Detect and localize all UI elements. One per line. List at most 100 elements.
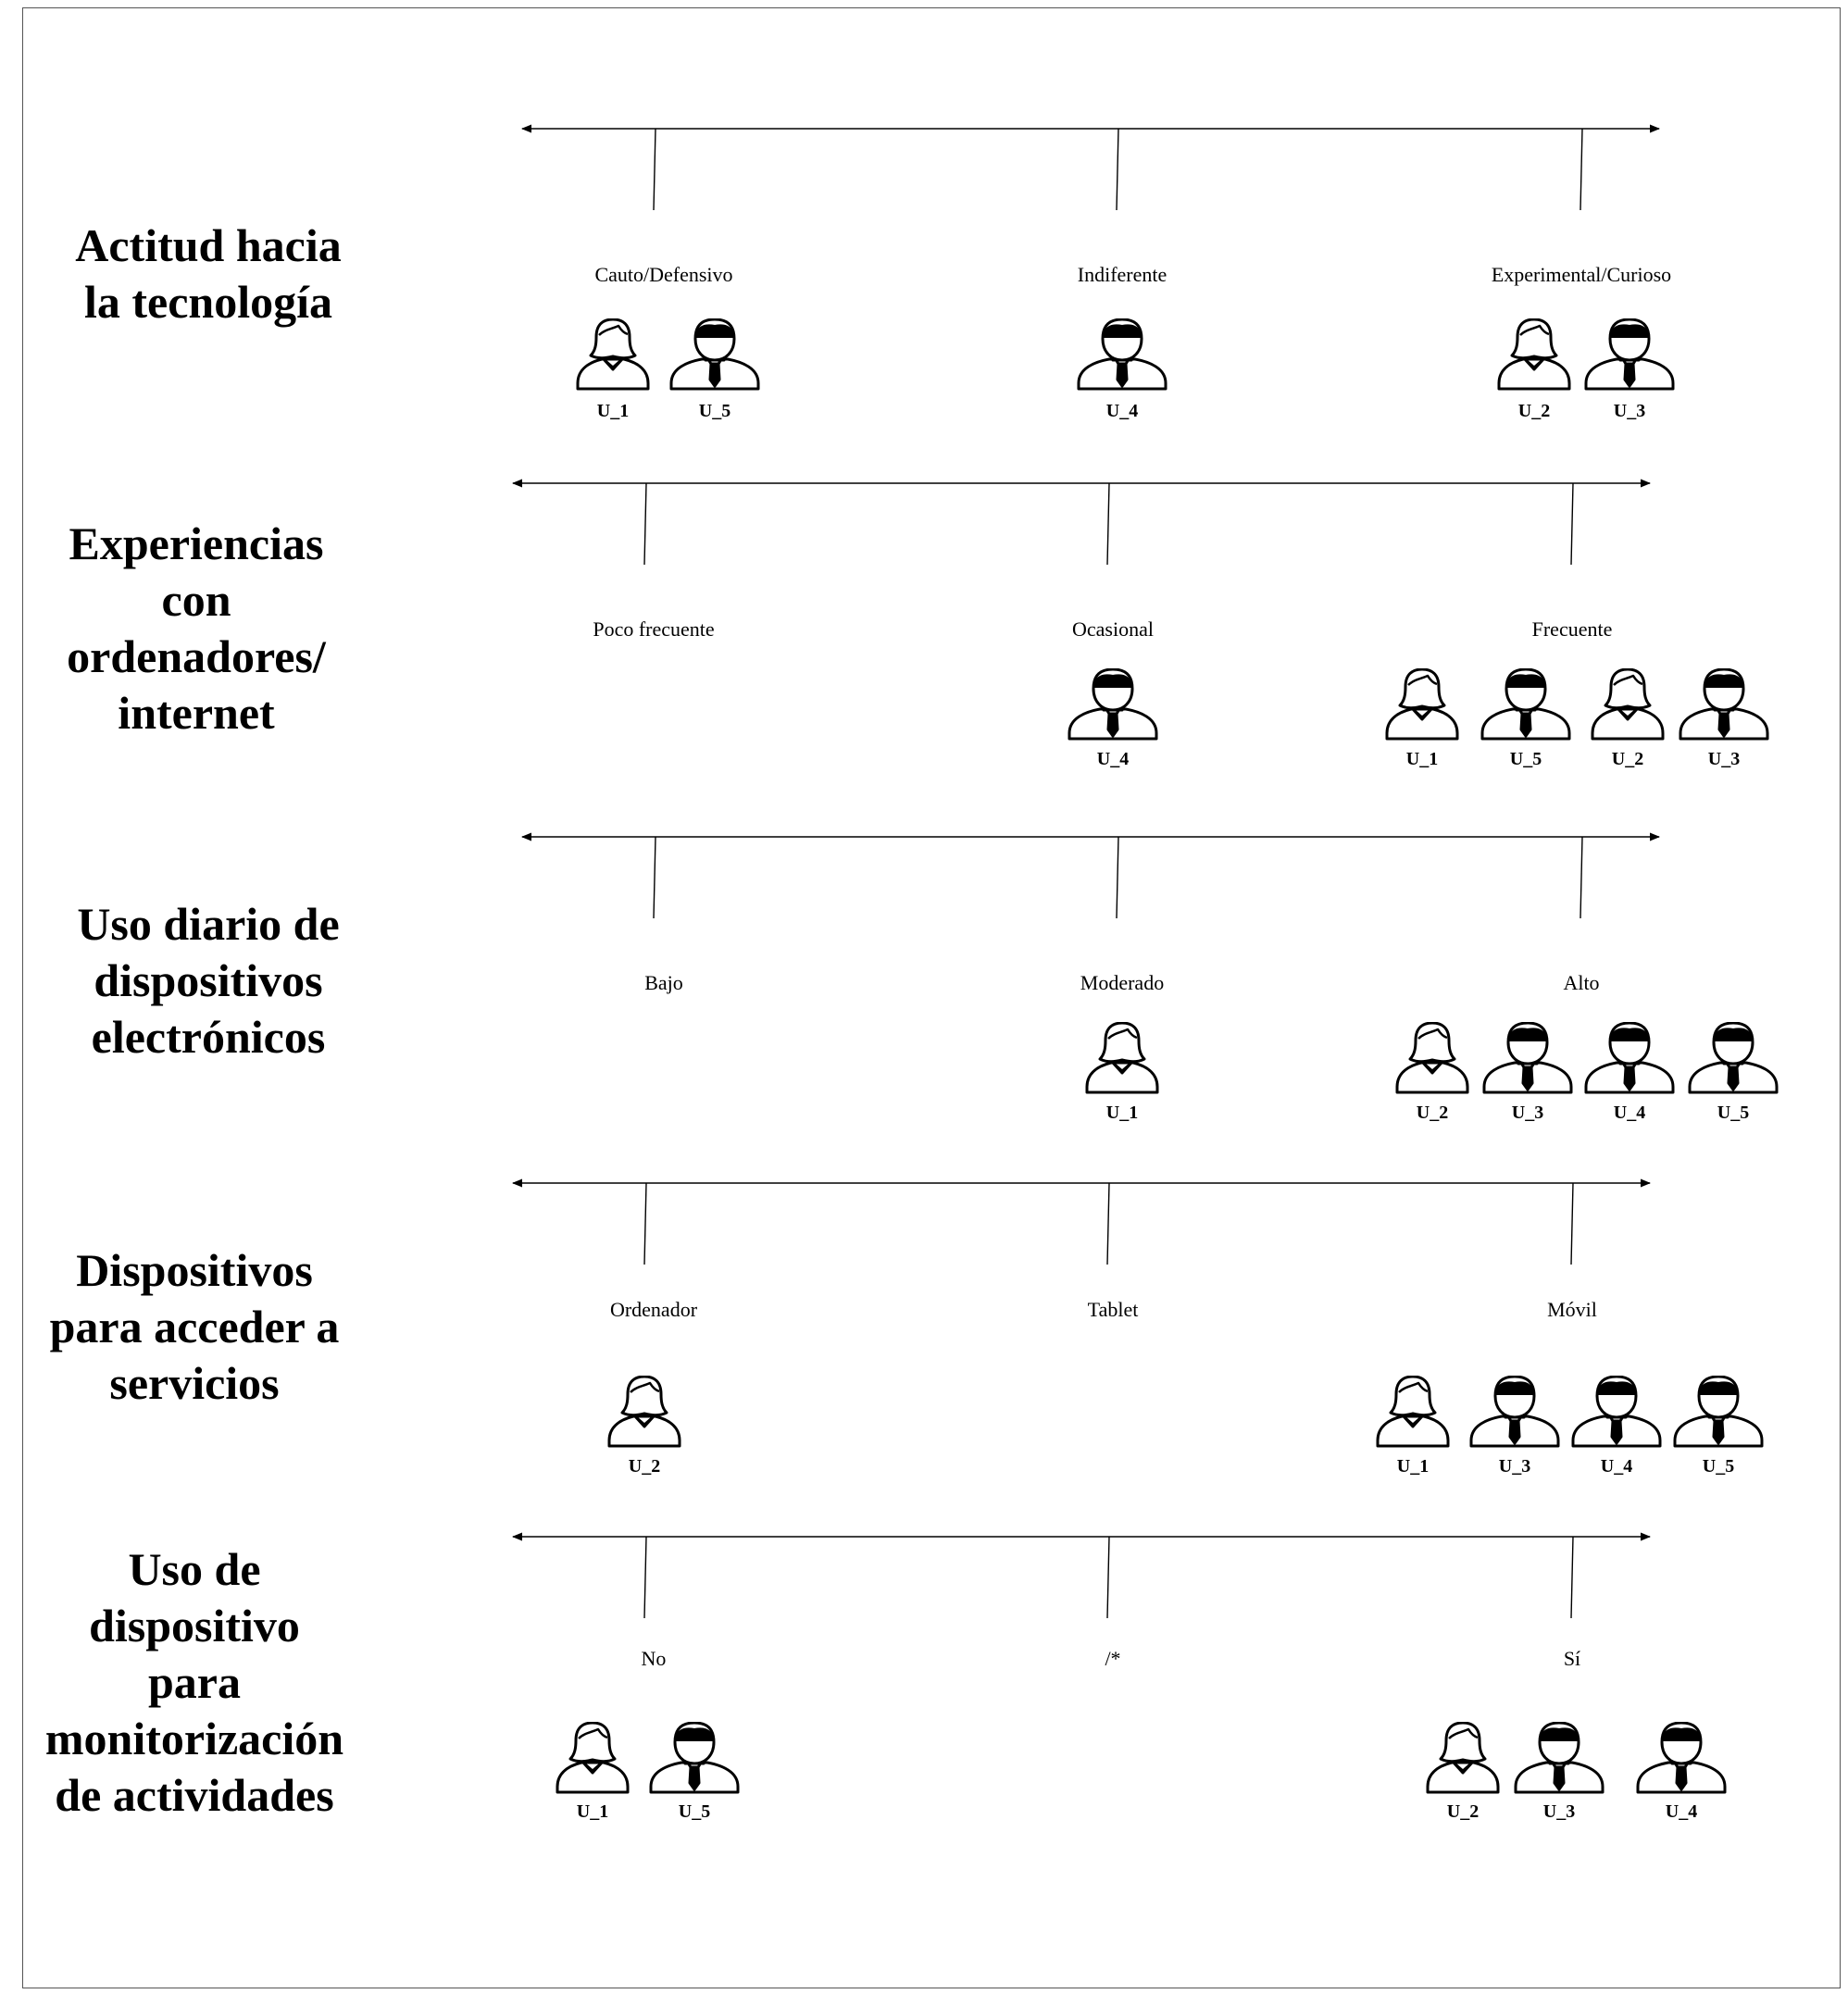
- male-user-icon: [1584, 318, 1675, 391]
- male-user-icon: [1688, 1022, 1779, 1094]
- row-title-line: internet: [118, 687, 275, 739]
- scale-tick: [1106, 482, 1110, 566]
- user-id-label: U_4: [1601, 1456, 1632, 1477]
- female-user-icon: [1426, 1722, 1500, 1794]
- user-id-label: U_4: [1097, 749, 1129, 769]
- male-user-icon: [1673, 1376, 1764, 1448]
- user-id-label: U_4: [1666, 1801, 1697, 1822]
- scale-tick: [1106, 1536, 1110, 1619]
- male-user-icon: [1514, 1722, 1605, 1794]
- category-label: /*: [1105, 1647, 1120, 1670]
- female-user-icon: [1085, 1022, 1159, 1094]
- user-avatar: U_2: [607, 1376, 681, 1477]
- user-avatar: U_3: [1469, 1376, 1560, 1477]
- female-user-icon: [556, 1722, 630, 1794]
- row-title-line: Actitud hacia: [75, 219, 342, 271]
- user-avatar: U_3: [1514, 1722, 1605, 1822]
- scale-tick: [1106, 1182, 1110, 1265]
- scale-tick: [653, 128, 656, 211]
- female-user-icon: [1385, 668, 1459, 741]
- male-user-icon: [1636, 1722, 1727, 1794]
- scale-tick: [1570, 1536, 1574, 1619]
- user-id-label: U_5: [1510, 749, 1542, 769]
- male-user-icon: [1068, 668, 1158, 741]
- scale-tick: [1580, 128, 1583, 211]
- user-id-label: U_3: [1543, 1801, 1575, 1822]
- user-avatar: U_5: [669, 318, 760, 421]
- user-avatar: U_4: [1584, 1022, 1675, 1123]
- user-avatar: U_4: [1636, 1722, 1727, 1822]
- user-avatar: U_1: [556, 1722, 630, 1822]
- category-label: Frecuente: [1532, 617, 1613, 641]
- category-label: Sí: [1564, 1647, 1580, 1670]
- row-title-line: servicios: [109, 1357, 279, 1409]
- scale-tick: [1116, 836, 1119, 919]
- row-title-line: para acceder a: [50, 1301, 340, 1352]
- user-avatar: U_1: [576, 318, 650, 421]
- row-title-line: dispositivo: [89, 1600, 300, 1651]
- user-avatar: U_3: [1584, 318, 1675, 421]
- user-id-label: U_3: [1614, 401, 1645, 421]
- row-title-line: electrónicos: [92, 1011, 326, 1063]
- male-user-icon: [1077, 318, 1167, 391]
- user-id-label: U_1: [1106, 1103, 1138, 1123]
- row-title-line: Uso de: [128, 1543, 260, 1595]
- user-id-label: U_5: [699, 401, 730, 421]
- scale-tick: [1580, 836, 1583, 919]
- user-avatar: U_5: [1480, 668, 1571, 769]
- user-id-label: U_2: [1417, 1103, 1448, 1123]
- user-id-label: U_3: [1499, 1456, 1530, 1477]
- row-title-line: Uso diario de: [77, 898, 339, 950]
- user-id-label: U_5: [1703, 1456, 1734, 1477]
- user-avatar: U_2: [1395, 1022, 1469, 1123]
- row-title-line: para: [148, 1656, 241, 1708]
- male-user-icon: [1571, 1376, 1662, 1448]
- category-label: Cauto/Defensivo: [594, 263, 732, 286]
- user-avatar: U_1: [1376, 1376, 1450, 1477]
- category-label: Moderado: [1080, 971, 1164, 994]
- user-id-label: U_1: [597, 401, 629, 421]
- row-title-line: la tecnología: [84, 276, 332, 328]
- category-label: Alto: [1563, 971, 1599, 994]
- category-label: Bajo: [644, 971, 683, 994]
- row-title-line: con: [162, 574, 231, 626]
- scale-tick: [1570, 1182, 1574, 1265]
- male-user-icon: [1480, 668, 1571, 741]
- category-label: Ocasional: [1072, 617, 1154, 641]
- row-title-line: ordenadores/: [67, 630, 327, 682]
- user-id-label: U_1: [577, 1801, 608, 1822]
- category-label: Móvil: [1547, 1298, 1597, 1321]
- scale-tick: [1116, 128, 1119, 211]
- user-id-label: U_2: [629, 1456, 660, 1477]
- category-label: Ordenador: [610, 1298, 698, 1321]
- male-user-icon: [1584, 1022, 1675, 1094]
- male-user-icon: [649, 1722, 740, 1794]
- user-id-label: U_3: [1708, 749, 1740, 769]
- row-title-line: dispositivos: [94, 954, 322, 1006]
- scale-tick: [653, 836, 656, 919]
- female-user-icon: [607, 1376, 681, 1448]
- category-label: Poco frecuente: [593, 617, 714, 641]
- user-avatar: U_5: [1688, 1022, 1779, 1123]
- row-title-line: de actividades: [55, 1769, 333, 1821]
- female-user-icon: [1376, 1376, 1450, 1448]
- user-avatar: U_4: [1068, 668, 1158, 769]
- category-label: Indiferente: [1078, 263, 1167, 286]
- male-user-icon: [1679, 668, 1769, 741]
- user-id-label: U_4: [1106, 401, 1138, 421]
- category-label: Tablet: [1088, 1298, 1139, 1321]
- user-avatar: U_5: [649, 1722, 740, 1822]
- user-id-label: U_2: [1447, 1801, 1479, 1822]
- user-avatar: U_4: [1571, 1376, 1662, 1477]
- user-id-label: U_1: [1397, 1456, 1429, 1477]
- row-title-line: Dispositivos: [76, 1244, 313, 1296]
- male-user-icon: [669, 318, 760, 391]
- user-id-label: U_4: [1614, 1103, 1645, 1123]
- female-user-icon: [1395, 1022, 1469, 1094]
